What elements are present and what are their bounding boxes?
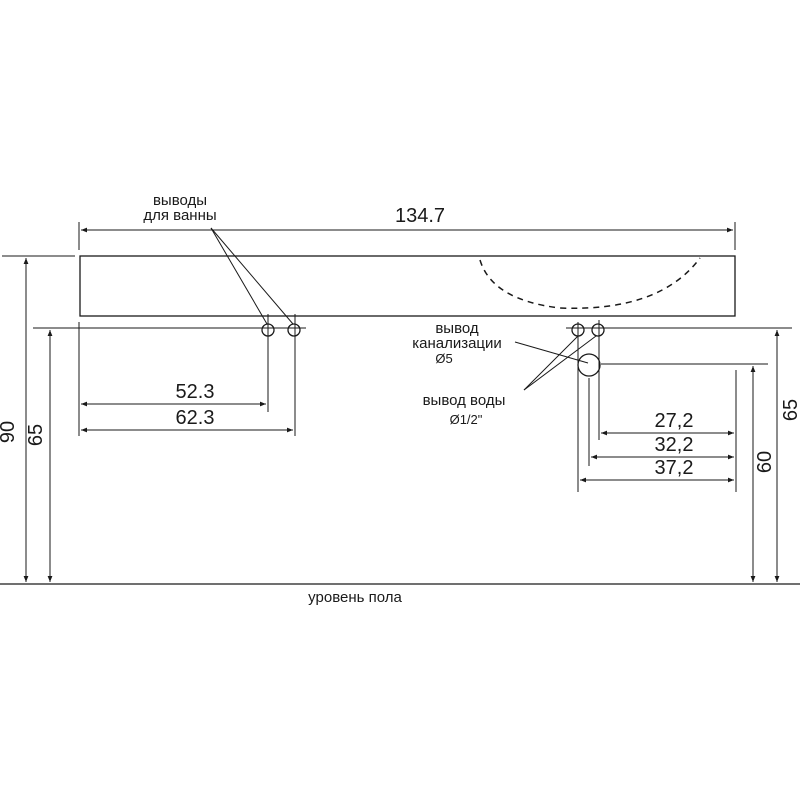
countertop-outline (79, 255, 736, 317)
water-diameter-label: Ø1/2" (450, 412, 483, 427)
left-height-total-label: 90 (0, 421, 19, 443)
total-width-label: 134.7 (395, 205, 445, 227)
bath-outlet-1-dimension-label: 52.3 (176, 381, 215, 403)
right-outlet-3-dimension-label: 37,2 (655, 457, 694, 479)
right-height-water-label: 60 (754, 451, 776, 473)
bath-outlets-label-line-2: для ванны (143, 207, 216, 224)
bath-outlets-leader-2 (210, 227, 294, 325)
water-outlet-label: вывод воды (423, 392, 506, 409)
bath-outlet-2-dimension-label: 62.3 (176, 407, 215, 429)
drain-outlet-label-line-1: вывод (435, 320, 479, 337)
right-outlet-1-dimension-label: 27,2 (655, 410, 694, 432)
water-outlet-leader-2 (523, 335, 597, 391)
bath-outlets-leader-1 (210, 227, 268, 325)
water-outlet-icon (577, 353, 601, 377)
water-outlet-leader-1 (523, 335, 579, 391)
left-height-outlets-label: 65 (25, 424, 47, 446)
basin-bowl-dashed (479, 257, 701, 310)
drain-diameter-label: Ø5 (435, 351, 452, 366)
bath-outlets-label-line-1: выводы (153, 192, 207, 209)
right-outlet-2-dimension-label: 32,2 (655, 434, 694, 456)
drain-outlet-label-line-2: канализации (412, 335, 502, 352)
drain-outlet-2-icon (591, 323, 605, 337)
drain-outlet-leader (514, 341, 589, 364)
right-height-outlets-label: 65 (780, 399, 800, 421)
floor-level-label: уровень пола (308, 589, 402, 606)
bath-outlet-2-icon (287, 323, 301, 337)
